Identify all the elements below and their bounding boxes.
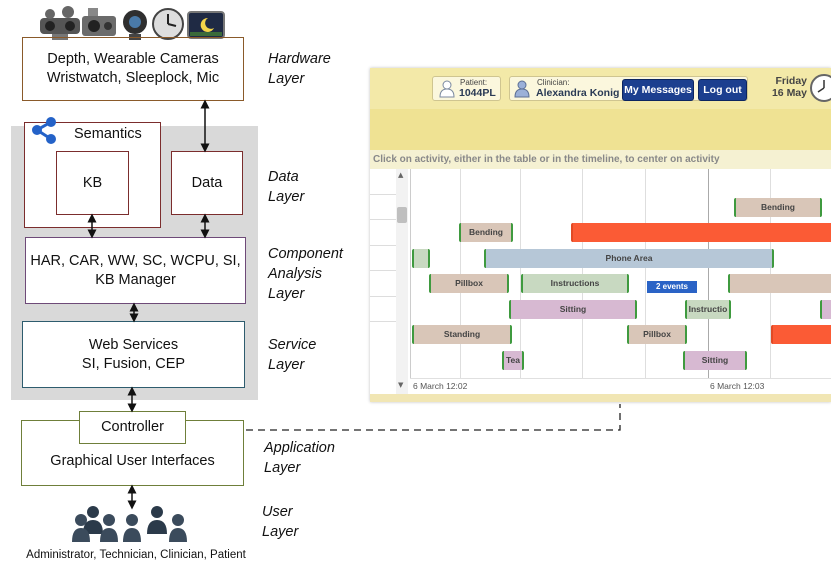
event-pillbox-2[interactable]: Pillbox	[627, 325, 687, 344]
event-pillbox-1[interactable]: Pillbox	[429, 274, 509, 293]
wearable-camera-icon	[82, 8, 116, 36]
my-messages-button[interactable]: My Messages	[622, 79, 694, 101]
data-label: Data	[191, 174, 223, 191]
date-display: Friday 16 May	[761, 75, 807, 99]
kb-box: KB	[56, 151, 129, 215]
event-sitting-2[interactable]: Sitting	[683, 351, 747, 370]
time-label-right: 6 March 12:03	[710, 381, 765, 391]
controller-box: Controller	[79, 411, 186, 444]
scrollbar-thumb[interactable]	[397, 207, 407, 223]
kb-label: KB	[82, 174, 103, 191]
event-red-2[interactable]	[771, 325, 831, 344]
log-out-button[interactable]: Log out	[698, 79, 747, 101]
clock-icon	[810, 74, 831, 102]
date-label: 16 May	[771, 87, 807, 99]
hardware-box: Depth, Wearable Cameras Wristwatch, Slee…	[22, 37, 244, 101]
event-pink-right[interactable]	[820, 300, 831, 319]
component-box-line2: KB Manager	[95, 271, 176, 288]
service-box-line1: Web Services	[88, 336, 179, 353]
controller-screenshot-dashed-line	[246, 404, 621, 431]
center-activity-instruction: Click on activity, either in the table o…	[370, 150, 831, 169]
event-tea[interactable]: Tea	[502, 351, 524, 370]
screenshot-footer-band	[370, 394, 831, 402]
component-box: HAR, CAR, WW, SC, WCPU, SI, KB Manager	[25, 237, 246, 304]
time-axis: 6 March 12:02 6 March 12:03	[410, 378, 831, 395]
gui-box: Graphical User Interfaces	[21, 420, 244, 486]
gui-label: Graphical User Interfaces	[50, 453, 215, 469]
event-count-badge[interactable]: 2 events	[647, 281, 697, 293]
activity-table-strip: ▲ ▼	[370, 169, 411, 394]
screenshot-toolbar-band	[370, 109, 831, 150]
day-label: Friday	[775, 75, 807, 87]
timeline-area: ▲ ▼ Bending Bending Phone Area Pillbox I…	[370, 169, 831, 395]
component-box-line1: HAR, CAR, WW, SC, WCPU, SI,	[30, 252, 241, 269]
scroll-down-icon[interactable]: ▼	[398, 381, 404, 389]
semantic-network-icon	[29, 116, 59, 144]
sleeplock-icon	[187, 11, 225, 39]
screenshot-header: Patient: 1044PL Clinician: Alexandra Kon…	[370, 68, 831, 110]
patient-pill: Patient: 1044PL	[432, 76, 501, 101]
controller-label: Controller	[101, 419, 164, 435]
event-bending-1[interactable]: Bending	[734, 198, 822, 217]
time-label-left: 6 March 12:02	[413, 381, 468, 391]
event-phone-area[interactable]: Phone Area	[484, 249, 774, 268]
clinician-name: Alexandra Konig	[536, 87, 620, 99]
clinician-avatar-icon	[514, 80, 530, 98]
patient-label: Patient:	[460, 78, 488, 87]
user-group-icon	[72, 498, 192, 542]
semantics-label: Semantics	[74, 126, 142, 142]
users-caption: Administrator, Technician, Clinician, Pa…	[26, 549, 246, 561]
scroll-up-icon[interactable]: ▲	[398, 171, 404, 179]
event-short-green[interactable]	[412, 249, 430, 268]
event-sitting-1[interactable]: Sitting	[509, 300, 637, 319]
clinician-label: Clinician:	[537, 78, 570, 87]
wristwatch-icon	[152, 8, 184, 40]
event-bending-2[interactable]: Bending	[459, 223, 513, 242]
patient-id: 1044PL	[459, 87, 496, 99]
event-red-1[interactable]	[571, 223, 831, 242]
data-box: Data	[171, 151, 243, 215]
gui-screenshot: Patient: 1044PL Clinician: Alexandra Kon…	[370, 68, 831, 402]
event-standing[interactable]: Standing	[412, 325, 512, 344]
table-scrollbar[interactable]: ▲ ▼	[396, 169, 408, 394]
service-box-line2: SI, Fusion, CEP	[81, 355, 186, 372]
event-instructions[interactable]: Instructions	[521, 274, 629, 293]
event-tan-right[interactable]	[728, 274, 831, 293]
event-instructions-2[interactable]: Instructio	[685, 300, 731, 319]
hardware-box-line2: Wristwatch, Sleeplock, Mic	[46, 70, 220, 86]
patient-avatar-icon	[439, 80, 455, 98]
hardware-box-line1: Depth, Wearable Cameras	[47, 51, 219, 67]
